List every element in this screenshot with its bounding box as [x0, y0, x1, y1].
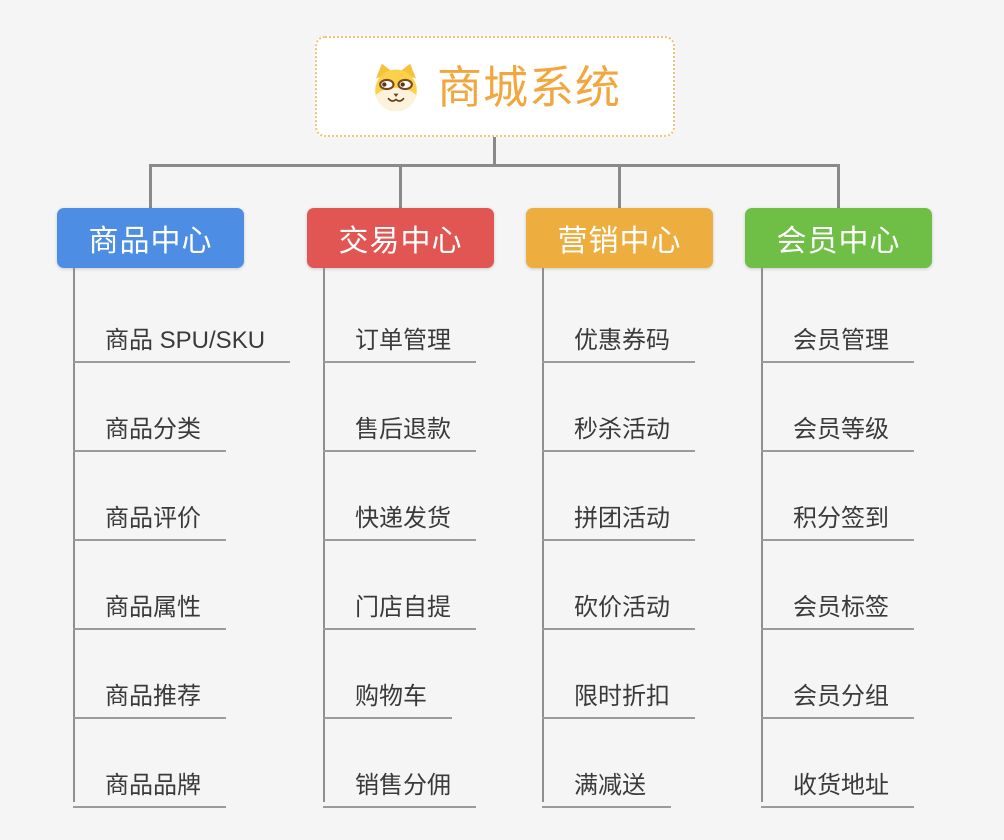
- branch-label: 会员中心: [776, 225, 901, 258]
- leaf-node[interactable]: 会员分组: [761, 665, 914, 719]
- connector-drop-product: [149, 164, 152, 208]
- branch-product-children: 商品 SPU/SKU 商品分类 商品评价 商品属性 商品推荐 商品品牌: [73, 268, 323, 808]
- leaf-node[interactable]: 商品品牌: [73, 754, 226, 808]
- connector-drop-member: [837, 164, 840, 208]
- connector-horizontal: [149, 164, 840, 167]
- leaf-node[interactable]: 商品评价: [73, 487, 226, 541]
- leaf-node[interactable]: 售后退款: [323, 398, 476, 452]
- connector-drop-trade: [399, 164, 402, 208]
- leaf-node[interactable]: 门店自提: [323, 576, 476, 630]
- branch-label: 交易中心: [338, 225, 463, 258]
- leaf-node[interactable]: 商品推荐: [73, 665, 226, 719]
- branch-member-center[interactable]: 会员中心: [745, 208, 932, 268]
- leaf-node[interactable]: 优惠券码: [542, 309, 695, 363]
- leaf-node[interactable]: 满减送: [542, 754, 671, 808]
- leaf-node[interactable]: 砍价活动: [542, 576, 695, 630]
- connector-drop-marketing: [618, 164, 621, 208]
- connector-column: [73, 268, 75, 802]
- leaf-node[interactable]: 积分签到: [761, 487, 914, 541]
- root-node[interactable]: 商城系统: [315, 36, 675, 137]
- branch-member-children: 会员管理 会员等级 积分签到 会员标签 会员分组 收货地址: [761, 268, 1004, 808]
- branch-label: 营销中心: [557, 225, 682, 258]
- leaf-node[interactable]: 会员等级: [761, 398, 914, 452]
- leaf-node[interactable]: 商品分类: [73, 398, 226, 452]
- branch-label: 商品中心: [88, 225, 213, 258]
- leaf-node[interactable]: 销售分佣: [323, 754, 476, 808]
- leaf-node[interactable]: 订单管理: [323, 309, 476, 363]
- connector-column: [323, 268, 325, 802]
- dog-face-icon: [369, 62, 423, 112]
- leaf-node[interactable]: 拼团活动: [542, 487, 695, 541]
- leaf-node[interactable]: 会员标签: [761, 576, 914, 630]
- branch-trade-children: 订单管理 售后退款 快递发货 门店自提 购物车 销售分佣: [323, 268, 573, 808]
- leaf-node[interactable]: 购物车: [323, 665, 452, 719]
- branch-trade-center[interactable]: 交易中心: [307, 208, 494, 268]
- connector-column: [761, 268, 763, 802]
- leaf-node[interactable]: 商品属性: [73, 576, 226, 630]
- connector-column: [542, 268, 544, 802]
- branch-marketing-children: 优惠券码 秒杀活动 拼团活动 砍价活动 限时折扣 满减送: [542, 268, 792, 808]
- leaf-node[interactable]: 快递发货: [323, 487, 476, 541]
- leaf-node[interactable]: 秒杀活动: [542, 398, 695, 452]
- branch-product-center[interactable]: 商品中心: [57, 208, 244, 268]
- root-title: 商城系统: [436, 62, 621, 113]
- connector-root-stub: [493, 137, 496, 165]
- leaf-node[interactable]: 限时折扣: [542, 665, 695, 719]
- leaf-node[interactable]: 收货地址: [761, 754, 914, 808]
- leaf-node[interactable]: 商品 SPU/SKU: [73, 309, 291, 363]
- leaf-node[interactable]: 会员管理: [761, 309, 914, 363]
- branch-marketing-center[interactable]: 营销中心: [526, 208, 713, 268]
